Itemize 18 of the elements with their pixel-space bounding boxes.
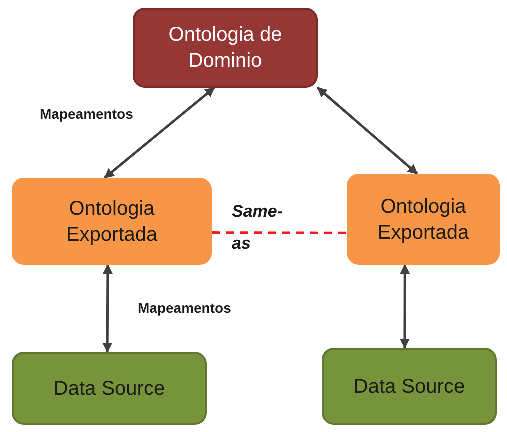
rounded-box xyxy=(12,178,212,265)
double-arrow xyxy=(317,87,418,175)
rounded-box xyxy=(322,348,497,425)
node-label: Data Source xyxy=(354,374,466,400)
rounded-box xyxy=(12,352,207,425)
double-arrow xyxy=(102,264,113,353)
rounded-box xyxy=(347,174,500,265)
node-label: Data Source xyxy=(54,376,166,402)
edge-label: Same-as xyxy=(232,201,284,256)
node-label: Ontologia de Dominio xyxy=(168,23,284,74)
edge-label: Mapeamentos xyxy=(138,299,232,318)
double-arrow xyxy=(104,87,216,179)
rounded-box xyxy=(133,8,318,88)
node-label: Ontologia Exportada xyxy=(65,196,159,248)
edge-label: Mapeamentos xyxy=(40,105,134,124)
node-label: Ontologia Exportada xyxy=(376,194,470,246)
double-arrow xyxy=(400,264,410,349)
dashed-line xyxy=(212,232,347,234)
